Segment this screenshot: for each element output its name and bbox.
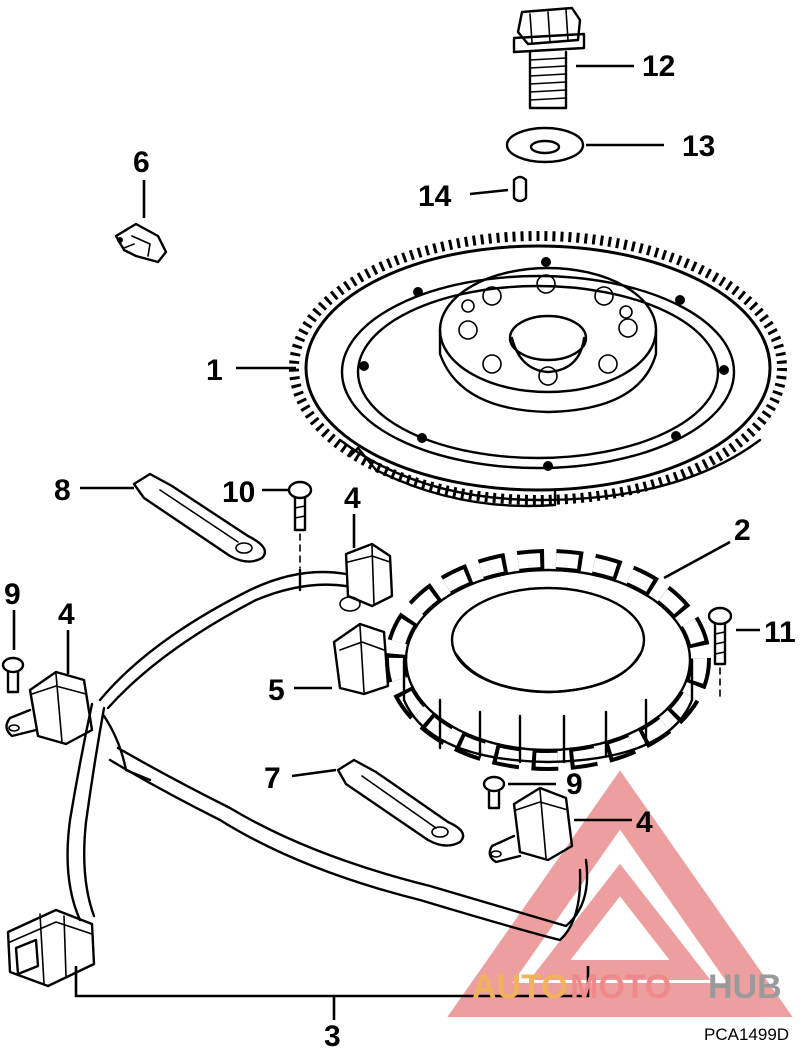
callout-2: 2: [734, 514, 751, 547]
flywheel-bolt: [512, 6, 586, 110]
leader-lines: [12, 64, 760, 1020]
watermark-logo: [447, 770, 793, 1017]
callout-6: 6: [133, 146, 150, 179]
connector-left: [5, 670, 94, 746]
callout-4-left: 4: [58, 598, 75, 631]
harness-plug: [6, 908, 96, 988]
wire-clamp: [332, 622, 390, 696]
wire-harness: [66, 568, 589, 942]
watermark-moto: MOTO: [570, 968, 671, 1006]
callout-1: 1: [206, 354, 223, 387]
callout-7: 7: [264, 762, 281, 795]
connector-screw-lower: [482, 775, 506, 810]
stator-screw: [707, 606, 733, 701]
stator: [385, 549, 711, 771]
callout-5: 5: [268, 674, 285, 707]
callout-9-lower: 9: [566, 768, 583, 801]
callout-12: 12: [642, 50, 675, 83]
flywheel-key: [512, 175, 528, 203]
callout-4-upper: 4: [344, 482, 361, 515]
connector-screw-left: [1, 656, 25, 694]
callout-4-lower: 4: [636, 806, 653, 839]
watermark-hub: HUB: [708, 968, 782, 1006]
flywheel: [289, 231, 787, 508]
connector-upper: [339, 542, 394, 612]
callout-labels: 12 13 14 6 1 2 8 10 4 9 4 5 11 7 9 4 3: [4, 50, 796, 1048]
connector-lower: [488, 786, 574, 864]
callout-11: 11: [764, 616, 796, 649]
callout-14: 14: [418, 180, 452, 213]
bracket-screw: [287, 480, 313, 569]
watermark-text: AUTO MOTO HUB: [472, 968, 782, 1006]
retainer-clip: [114, 222, 168, 264]
callout-8: 8: [54, 474, 71, 507]
callout-9-left: 9: [4, 578, 21, 611]
flywheel-bolt-holes: [359, 257, 729, 471]
callout-10: 10: [222, 476, 255, 509]
figure-code: PCA1499D: [704, 1025, 789, 1044]
callout-13: 13: [682, 130, 715, 163]
callout-3: 3: [324, 1020, 341, 1048]
ground-bracket-upper: [132, 472, 267, 563]
watermark-auto: AUTO: [472, 968, 568, 1006]
flywheel-washer: [505, 126, 585, 164]
ground-bracket-lower: [336, 758, 465, 847]
